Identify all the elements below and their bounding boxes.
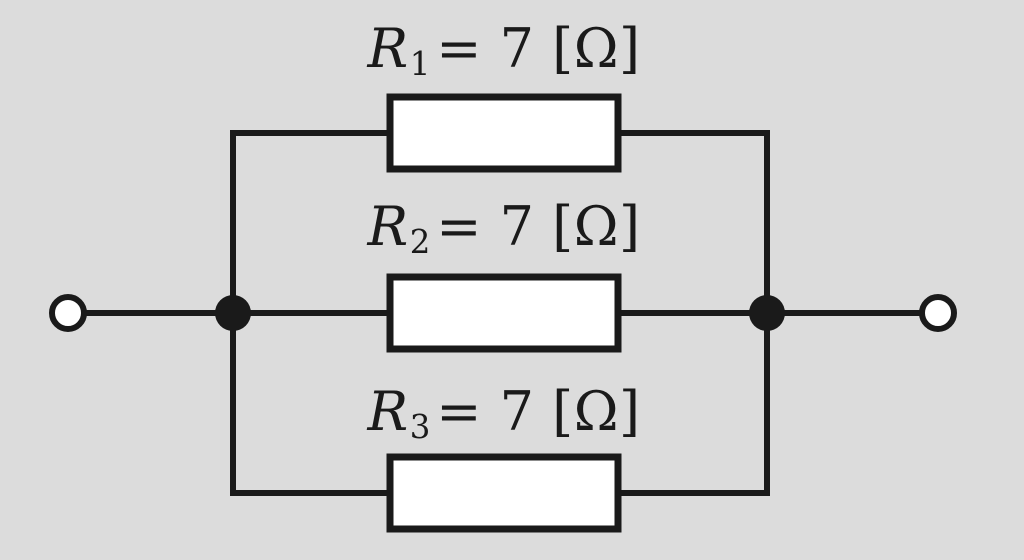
- left-terminal: [49, 294, 87, 332]
- resistor-symbol: R: [367, 195, 409, 258]
- resistor-formula: = 7 [Ω]: [436, 195, 641, 258]
- resistor-r1-body: [386, 93, 622, 173]
- resistor-r3-label: R3= 7 [Ω]: [304, 380, 704, 443]
- resistor-symbol: R: [367, 17, 409, 80]
- resistor-r1-label: R1= 7 [Ω]: [304, 17, 704, 80]
- resistor-r2-label: R2= 7 [Ω]: [304, 195, 704, 258]
- resistor-r2-body: [386, 273, 622, 353]
- resistor-symbol: R: [367, 380, 409, 443]
- right-terminal: [919, 294, 957, 332]
- right-junction-dot: [749, 295, 785, 331]
- resistor-subscript: 1: [409, 45, 431, 84]
- left-junction-dot: [215, 295, 251, 331]
- resistor-formula: = 7 [Ω]: [436, 17, 641, 80]
- resistor-subscript: 3: [409, 408, 431, 447]
- resistor-r3-body: [386, 453, 622, 533]
- resistor-formula: = 7 [Ω]: [436, 380, 641, 443]
- resistor-subscript: 2: [409, 223, 431, 262]
